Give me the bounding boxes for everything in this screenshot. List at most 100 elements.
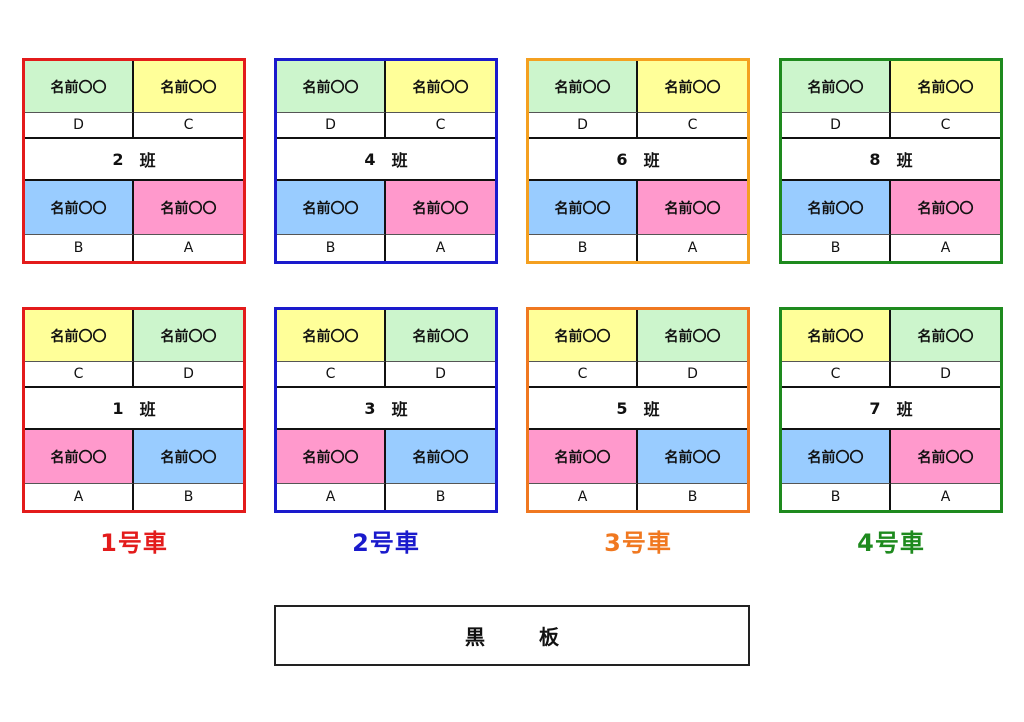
name-field[interactable]: 名前〇〇	[134, 310, 243, 362]
seat-letter: C	[529, 362, 638, 388]
group-number: 6	[616, 149, 628, 169]
name-field[interactable]: 名前〇〇	[638, 181, 747, 235]
seat-letter: D	[529, 113, 638, 139]
car-label-3: 3号車	[604, 529, 672, 557]
name-field[interactable]: 名前〇〇	[638, 61, 747, 113]
blackboard-char-1: 黒	[465, 625, 485, 649]
group-number: 4	[364, 149, 376, 169]
group-number: 2	[112, 149, 124, 169]
seat-letter: D	[782, 113, 891, 139]
name-field[interactable]: 名前〇〇	[782, 430, 891, 484]
name-field[interactable]: 名前〇〇	[891, 181, 1000, 235]
seat-letter: C	[25, 362, 134, 388]
group-suffix: 班	[139, 400, 156, 419]
group-suffix: 班	[391, 400, 408, 419]
name-field[interactable]: 名前〇〇	[891, 61, 1000, 113]
seat-letter: A	[134, 235, 243, 261]
name-field[interactable]: 名前〇〇	[529, 430, 638, 484]
name-field[interactable]: 名前〇〇	[386, 430, 495, 484]
name-field[interactable]: 名前〇〇	[277, 181, 386, 235]
seat-letter: C	[782, 362, 891, 388]
seat-letter: C	[134, 113, 243, 139]
name-field[interactable]: 名前〇〇	[134, 181, 243, 235]
seat-letter: B	[782, 235, 891, 261]
seat-letter: A	[891, 235, 1000, 261]
group-suffix: 班	[896, 400, 913, 419]
group-suffix: 班	[391, 151, 408, 170]
seat-letter: B	[25, 235, 134, 261]
seat-letter: A	[638, 235, 747, 261]
name-field[interactable]: 名前〇〇	[638, 430, 747, 484]
name-field[interactable]: 名前〇〇	[386, 61, 495, 113]
name-field[interactable]: 名前〇〇	[386, 181, 495, 235]
group-suffix: 班	[643, 151, 660, 170]
name-field[interactable]: 名前〇〇	[25, 310, 134, 362]
name-field[interactable]: 名前〇〇	[529, 61, 638, 113]
car-label-4: 4号車	[857, 529, 925, 557]
seat-letter: D	[277, 113, 386, 139]
seat-letter: A	[891, 484, 1000, 510]
seat-letter: A	[277, 484, 386, 510]
group-suffix: 班	[896, 151, 913, 170]
name-field[interactable]: 名前〇〇	[25, 181, 134, 235]
seat-letter: B	[638, 484, 747, 510]
name-field[interactable]: 名前〇〇	[277, 61, 386, 113]
name-field[interactable]: 名前〇〇	[782, 181, 891, 235]
seat-letter: C	[386, 113, 495, 139]
seat-letter: B	[386, 484, 495, 510]
name-field[interactable]: 名前〇〇	[277, 430, 386, 484]
name-field[interactable]: 名前〇〇	[386, 310, 495, 362]
name-field[interactable]: 名前〇〇	[782, 61, 891, 113]
group-number: 1	[112, 398, 124, 418]
name-field[interactable]: 名前〇〇	[25, 61, 134, 113]
seat-letter: A	[386, 235, 495, 261]
seat-letter: D	[386, 362, 495, 388]
car-label-1: 1号車	[100, 529, 168, 557]
name-field[interactable]: 名前〇〇	[25, 430, 134, 484]
blackboard-char-2: 板	[539, 625, 559, 649]
name-field[interactable]: 名前〇〇	[782, 310, 891, 362]
seat-letter: D	[638, 362, 747, 388]
name-field[interactable]: 名前〇〇	[134, 61, 243, 113]
name-field[interactable]: 名前〇〇	[529, 310, 638, 362]
seat-letter: D	[134, 362, 243, 388]
name-field[interactable]: 名前〇〇	[134, 430, 243, 484]
group-suffix: 班	[139, 151, 156, 170]
group-suffix: 班	[643, 400, 660, 419]
seat-letter: B	[782, 484, 891, 510]
group-number: 8	[869, 149, 881, 169]
name-field[interactable]: 名前〇〇	[529, 181, 638, 235]
seat-letter: B	[134, 484, 243, 510]
seat-letter: C	[638, 113, 747, 139]
car-label-2: 2号車	[352, 529, 420, 557]
name-field[interactable]: 名前〇〇	[891, 310, 1000, 362]
seat-letter: C	[891, 113, 1000, 139]
group-number: 5	[616, 398, 628, 418]
name-field[interactable]: 名前〇〇	[277, 310, 386, 362]
seat-letter: D	[25, 113, 134, 139]
group-number: 3	[364, 398, 376, 418]
name-field[interactable]: 名前〇〇	[638, 310, 747, 362]
seat-letter: A	[25, 484, 134, 510]
seat-letter: A	[529, 484, 638, 510]
seat-letter: B	[277, 235, 386, 261]
name-field[interactable]: 名前〇〇	[891, 430, 1000, 484]
group-number: 7	[869, 398, 881, 418]
seat-letter: C	[277, 362, 386, 388]
seat-letter: D	[891, 362, 1000, 388]
